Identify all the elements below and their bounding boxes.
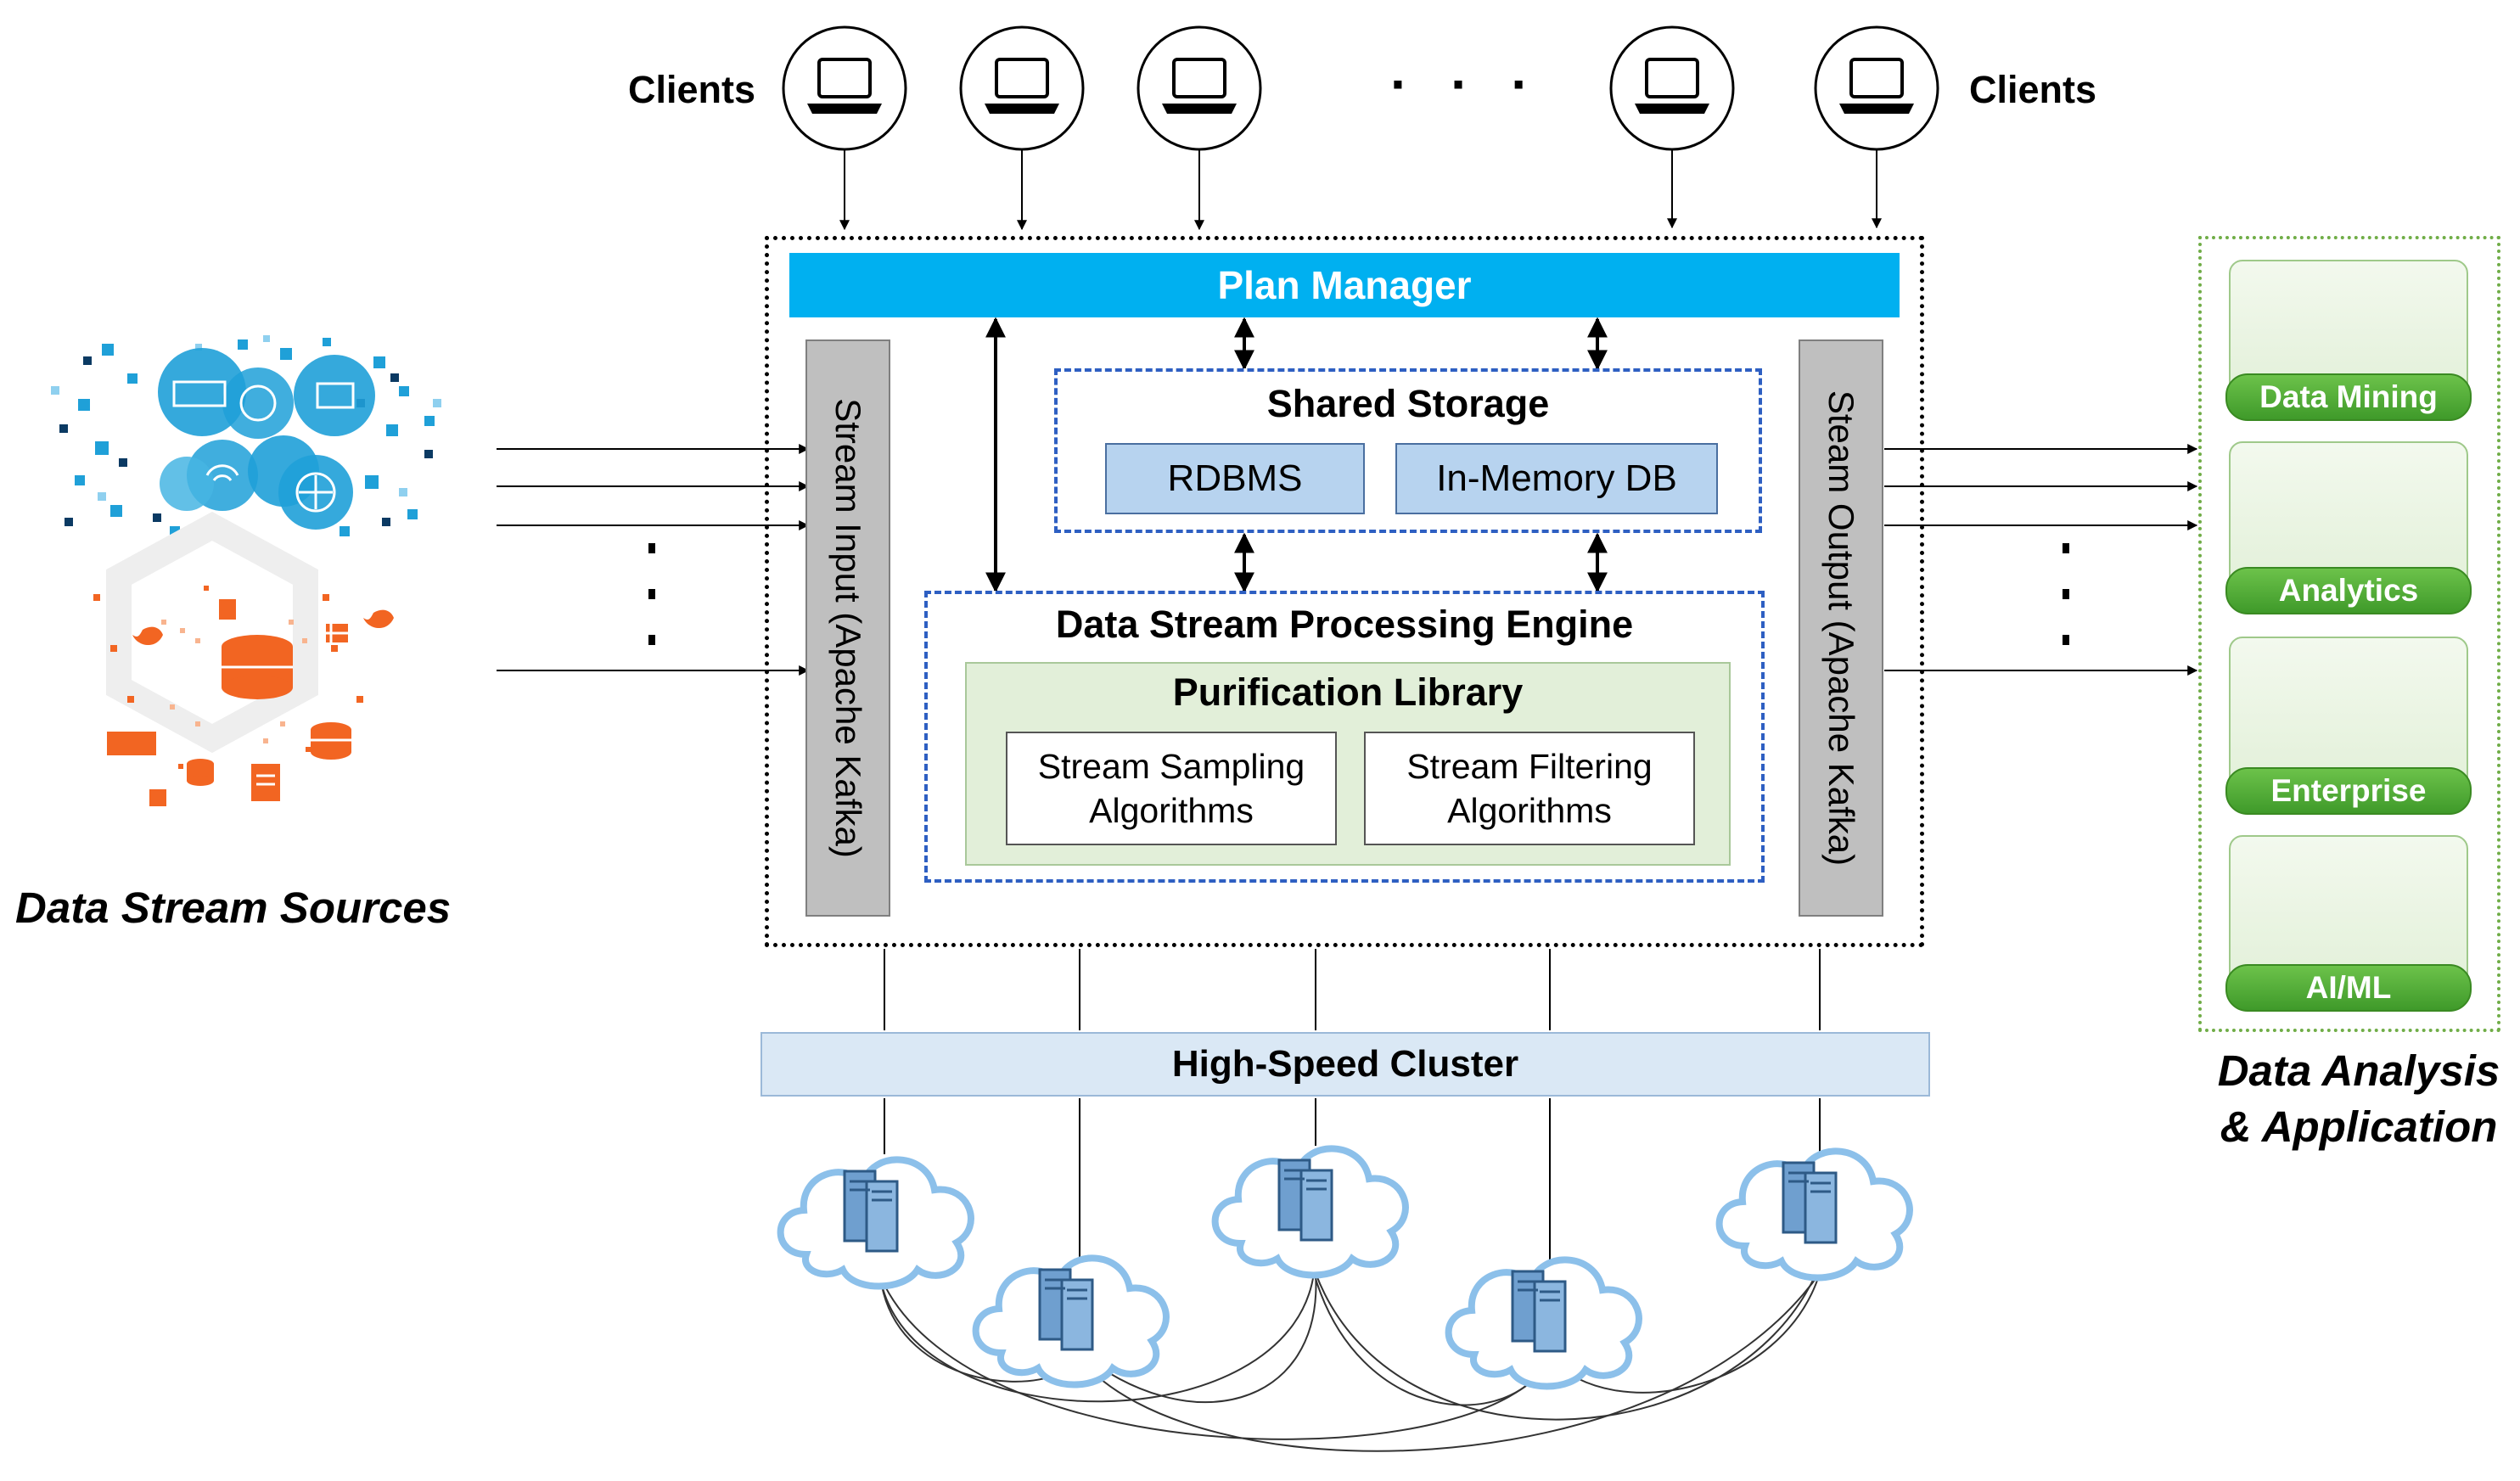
client-arrows [839, 149, 1882, 231]
output-arrows [1884, 444, 2198, 676]
client-5-icon [1814, 25, 1939, 151]
stream-sampling-line1: Stream Sampling [1037, 747, 1305, 786]
cloud-server-icon-3 [1215, 1148, 1406, 1275]
stream-input-label: Stream Input (Apache Kafka) [828, 398, 868, 858]
app-card-data-mining: Data Mining [2225, 260, 2472, 421]
stream-sampling-box: Stream Sampling Algorithms [1006, 732, 1337, 845]
app-label-enterprise: Enterprise [2225, 767, 2472, 815]
stream-output-kafka: Steam Output (Apache Kafka) [1799, 339, 1883, 917]
cloud-server-icon-4 [1449, 1259, 1639, 1386]
cloud-server-icon-1 [781, 1159, 971, 1286]
stream-filtering-line2: Algorithms [1447, 791, 1612, 830]
stream-sampling-line2: Algorithms [1089, 791, 1254, 830]
client-4-icon [1609, 25, 1735, 151]
processing-engine-title: Data Stream Processing Engine [1055, 603, 1634, 646]
cloud-server-icon-2 [976, 1258, 1166, 1384]
client-3-icon [1137, 25, 1262, 151]
client-1-icon [782, 25, 907, 151]
in-memory-db-box: In-Memory DB [1395, 443, 1718, 514]
source-arrows [497, 444, 810, 676]
processing-engine-box: Data Stream Processing Engine Purificati… [924, 591, 1765, 883]
data-stream-sources-title: Data Stream Sources [15, 884, 452, 932]
purification-library-box: Purification Library Stream Sampling Alg… [965, 662, 1731, 866]
output-vertical-dots [2063, 543, 2069, 645]
stream-output-label: Steam Output (Apache Kafka) [1821, 390, 1861, 867]
plan-manager: Plan Manager [789, 253, 1900, 317]
iot-sources-icon [51, 335, 441, 806]
cluster-connector-lines [884, 949, 1821, 1265]
data-analysis-title-line1: Data Analysis [2217, 1046, 2500, 1095]
client-2-icon [959, 25, 1085, 151]
purification-library-title: Purification Library [1172, 670, 1524, 714]
analysis-apps-frame [2198, 236, 2500, 1032]
app-card-ai-ml: AI/ML [2225, 835, 2472, 1012]
app-card-enterprise: Enterprise [2225, 637, 2472, 815]
high-speed-cluster-bar: High-Speed Cluster [760, 1032, 1930, 1097]
app-label-data-mining: Data Mining [2225, 373, 2472, 421]
clients-left-label: Clients [628, 68, 756, 111]
stream-filtering-box: Stream Filtering Algorithms [1364, 732, 1695, 845]
shared-storage-title: Shared Storage [1266, 382, 1550, 425]
core-system-frame [765, 236, 1924, 947]
clients-ellipsis: · · · [1390, 53, 1543, 115]
shared-storage-box: Shared Storage RDBMS In-Memory DB [1054, 368, 1762, 533]
app-label-ai-ml: AI/ML [2225, 964, 2472, 1012]
app-label-analytics: Analytics [2225, 567, 2472, 614]
clients-right-label: Clients [1969, 68, 2097, 111]
cloud-server-icon-5 [1720, 1151, 1910, 1277]
source-vertical-dots [648, 543, 655, 645]
rdbms-box: RDBMS [1105, 443, 1365, 514]
internal-arrows [985, 317, 1608, 593]
app-card-analytics: Analytics [2225, 441, 2472, 614]
stream-input-kafka: Stream Input (Apache Kafka) [805, 339, 890, 917]
data-analysis-title-line2: & Application [2220, 1102, 2498, 1151]
stream-filtering-line1: Stream Filtering [1406, 747, 1653, 786]
